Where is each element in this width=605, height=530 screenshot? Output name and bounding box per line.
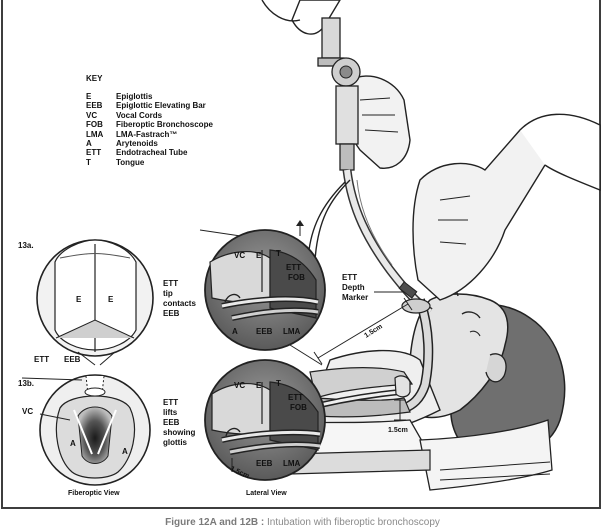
lat-a-e: E <box>256 251 262 260</box>
fiber-b-a-left: A <box>70 439 76 448</box>
between-ett: ETT <box>34 355 49 364</box>
caption-text: Intubation with fiberoptic bronchoscopy <box>264 517 440 528</box>
panel-a-note-3: contacts <box>163 299 196 308</box>
lat-a-ett: ETT <box>286 263 301 272</box>
key-desc: Arytenoids <box>116 139 158 149</box>
dist-diag: 1.5cm <box>363 323 384 339</box>
lat-b-ett: ETT <box>288 393 303 402</box>
key-desc: Fiberoptic Bronchoscope <box>116 120 213 130</box>
upper-hand <box>261 0 411 169</box>
panel-b-note-2: lifts <box>163 408 178 417</box>
bronchoscope <box>307 17 433 316</box>
panel-b-note-4: showing <box>163 428 196 437</box>
fiber-b-vc: VC <box>22 407 33 416</box>
fiber-a-e-right: E <box>108 295 114 304</box>
key-desc: Vocal Cords <box>116 110 163 120</box>
key-abbr: ETT <box>86 148 102 158</box>
fiber-a-e-left: E <box>76 295 82 304</box>
fiberoptic-view-label: Fiberoptic View <box>68 490 120 497</box>
key-abbr: VC <box>86 110 98 120</box>
lat-a-eeb: EEB <box>256 327 273 336</box>
panel-a-note-4: EEB <box>163 309 180 318</box>
lateral-view-a <box>204 220 326 351</box>
figure-caption: Figure 12A and 12B : Intubation with fib… <box>0 517 605 528</box>
depth-measure <box>313 297 413 365</box>
lat-a-vc: VC <box>234 251 245 260</box>
panel-b-note-3: EEB <box>163 418 180 427</box>
key-abbr-list: E EEB VC FOB LMA A ETT T <box>86 92 103 167</box>
key-abbr: EEB <box>86 101 103 111</box>
key-abbr: T <box>86 157 91 167</box>
key-desc: Epiglottis <box>116 92 153 101</box>
lat-a-fob: FOB <box>288 273 305 282</box>
lat-a-lma: LMA <box>283 327 301 336</box>
depth-marker-3: Marker <box>342 293 368 302</box>
lat-a-a: A <box>232 327 238 336</box>
lat-b-e: E <box>256 381 262 390</box>
key-desc: Epiglottic Elevating Bar <box>116 101 206 111</box>
depth-marker-2: Depth <box>342 283 365 292</box>
fiberoptic-view-a <box>36 239 154 366</box>
key-desc: LMA-Fastrach™ <box>116 129 178 139</box>
lat-a-t: T <box>276 249 281 258</box>
dist-vert: 1.5cm <box>388 427 408 434</box>
key-abbr: LMA <box>86 129 104 139</box>
fiberoptic-view-b <box>21 374 151 486</box>
fiber-b-a-right: A <box>122 447 128 456</box>
key-desc-list: Epiglottis Epiglottic Elevating Bar Voca… <box>116 92 213 167</box>
panel-a-id: 13a. <box>18 241 34 250</box>
caption-label: Figure 12A and 12B : <box>165 517 265 528</box>
panel-a-note-1: ETT <box>163 279 178 288</box>
lat-b-eeb: EEB <box>256 459 273 468</box>
key-abbr: FOB <box>86 120 103 130</box>
key-abbr: E <box>86 92 92 101</box>
panel-b-id: 13b. <box>18 379 34 388</box>
between-eeb: EEB <box>64 355 81 364</box>
lat-b-t: T <box>276 379 281 388</box>
panel-b-note-5: glottis <box>163 438 188 447</box>
lat-b-lma: LMA <box>283 459 301 468</box>
depth-marker-1: ETT <box>342 273 357 282</box>
key-desc: Endotracheal Tube <box>116 148 188 158</box>
key-abbr: A <box>86 139 92 149</box>
lateral-view-b <box>204 359 326 481</box>
lateral-view-label: Lateral View <box>246 490 287 497</box>
lat-b-fob: FOB <box>290 403 307 412</box>
lower-hand <box>412 113 601 301</box>
key-desc: Tongue <box>116 157 145 167</box>
panel-a-note-2: tip <box>163 289 173 298</box>
panel-b-note-1: ETT <box>163 398 178 407</box>
lat-b-vc: VC <box>234 381 245 390</box>
lma-in-mouth <box>401 298 434 413</box>
key-title: KEY <box>86 74 103 83</box>
leader-b <box>289 344 323 366</box>
